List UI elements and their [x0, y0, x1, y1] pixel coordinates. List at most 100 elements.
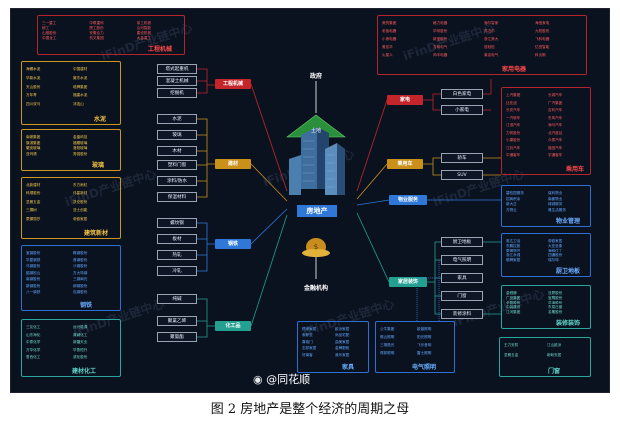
company-name: 三棵树 — [26, 208, 37, 213]
company-name: 欧派家居 — [335, 327, 350, 331]
company-name: 飞科电器 — [535, 37, 550, 41]
company-name: 帝欧家居 — [548, 239, 563, 243]
company-name: 三雄极光 — [380, 343, 395, 347]
company-name: 亚厦股份 — [548, 291, 563, 295]
company-name: 山推股份 — [42, 31, 57, 35]
company-name: 华菱钢铁 — [26, 257, 41, 262]
item-box-engineering: 塔式起重机 — [157, 64, 197, 74]
company-name: 中国龙工 — [42, 36, 57, 40]
company-name: 凯伦股份 — [73, 199, 88, 204]
company-name: 福耀玻璃 — [73, 140, 88, 145]
company-name: 洛阳玻璃 — [73, 146, 88, 150]
company-name: 王力安防 — [504, 343, 519, 347]
company-name: 海马汽车 — [548, 123, 563, 128]
company-name: 中装建设 — [506, 305, 521, 310]
panel-decor: 金螳螂亚厦股份广田集团宝鹰股份全筑股份洪涛股份中装建设东易日盛江河集团名雕股份 … — [501, 285, 591, 329]
item-box-building: 水泥 — [157, 114, 197, 124]
company-name: 南钢股份 — [26, 277, 41, 282]
company-name: 华鲁恒升 — [73, 347, 88, 352]
item-box-building: 涂料/防水 — [157, 176, 197, 186]
company-name: 一汽轿车 — [506, 115, 521, 120]
real-estate-node: 房地产 — [297, 205, 337, 217]
company-name: 包钢股份 — [73, 290, 88, 295]
company-name: 万物云 — [506, 207, 517, 212]
company-name: 中联重科 — [89, 21, 104, 25]
company-name: 长安汽车 — [506, 108, 521, 113]
panel-title: 家具 — [341, 364, 354, 371]
item-box-engineering: 挖掘机 — [157, 88, 197, 98]
company-name: 海信家电 — [535, 21, 550, 25]
company-name: 科顺股份 — [26, 191, 41, 196]
company-name: 塔牌集团 — [73, 84, 88, 89]
company-name: 东鹏控股 — [506, 243, 521, 248]
company-name: 江铃汽车 — [506, 145, 521, 150]
company-name: 雅生活服务 — [548, 207, 566, 212]
item-box-decoration: 装修涂料 — [441, 309, 483, 319]
company-name: 滨化股份 — [73, 355, 88, 360]
company-name: 徐工机械 — [136, 21, 152, 25]
company-name: 吉利汽车 — [548, 108, 563, 113]
company-name: 大亚圣象 — [548, 243, 563, 248]
panel-cement: 海螺水泥中国建材华新水泥冀东水泥天山股份塔牌集团万年青福建水泥四川双马祁连山 水… — [21, 61, 121, 125]
company-name: 亿田智能 — [535, 45, 550, 49]
company-name: 柳钢股份 — [73, 283, 88, 288]
category-decoration: 家居装饰 — [389, 277, 427, 287]
item-box-chemical: 聚氨酯 — [157, 332, 197, 342]
company-name: 格力电器 — [433, 21, 448, 25]
company-name: 金牌厨柜 — [335, 346, 350, 351]
company-name: 浙江美大 — [484, 37, 499, 41]
company-name: 苏泊尔 — [484, 29, 495, 33]
company-name: 沙钢股份 — [73, 264, 88, 269]
company-name: 小熊电器 — [382, 37, 397, 41]
panel-kitchen: 惠达卫浴帝欧家居东鹏控股大亚圣象蒙娜丽莎海鸥住工浙江永强四通股份箭牌家居瑞尔特 … — [501, 233, 591, 277]
category-steel: 钢铁 — [215, 239, 251, 249]
land-label: 土地 — [310, 128, 321, 134]
item-box-engineering: 混凝土机械 — [157, 76, 197, 86]
company-name: 莱克电气 — [484, 53, 499, 57]
panel-appliance: 美的集团格力电器海尔智家海信家电老板电器华帝股份苏泊尔九阳股份小熊电器新宝股份浙… — [377, 15, 587, 75]
company-name: 洪涛股份 — [548, 300, 563, 305]
company-name: 好莱客 — [302, 352, 313, 357]
company-name: 新大正 — [506, 202, 517, 206]
company-name: 三一重工 — [42, 21, 57, 25]
category-appliance: 家电 — [387, 95, 423, 105]
category-property-service: 物业服务 — [389, 195, 427, 205]
company-name: 宇通客车 — [548, 153, 563, 158]
panel-title: 厨卫地板 — [555, 268, 580, 275]
company-name: 海尔智家 — [484, 21, 499, 25]
panel-title: 水泥 — [93, 116, 106, 123]
panel-property: 碧桂园服务保利物业招商积余南都物业新大正绿城服务万物云雅生活服务 物业管理 — [501, 185, 591, 227]
government-node: 政府 — [309, 73, 322, 80]
figure-caption: 图 2 房地产是整个经济的周期之母 — [210, 402, 410, 417]
weibo-icon: ◉ — [253, 373, 263, 386]
company-name: 亚玛顿 — [26, 151, 37, 156]
company-name: 长城汽车 — [548, 93, 563, 97]
industry-chain-diagram: iFinD产业链中心 iFinD产业链中心 iFinD产业链中心 iFinD产业… — [10, 8, 610, 393]
company-name: 小康股份 — [506, 138, 521, 143]
item-box-building: 木材 — [157, 146, 197, 156]
item-box-decoration: 门窗 — [441, 291, 483, 301]
panel-title: 乘用车 — [565, 166, 584, 173]
company-name: 上汽集团 — [506, 93, 521, 97]
company-name: 盼盼安居 — [547, 353, 562, 357]
company-name: 箭牌家居 — [506, 258, 521, 262]
company-name: 东易日盛 — [548, 305, 563, 310]
company-name: 金晶科技 — [73, 135, 88, 139]
company-name: 南玻集团 — [26, 135, 41, 139]
company-name: 北新建材 — [26, 183, 41, 187]
company-name: 志邦家居 — [302, 346, 317, 351]
company-name: 蒙娜丽莎 — [26, 216, 41, 221]
panel-title: 电气照明 — [411, 364, 436, 371]
company-name: 绿城服务 — [548, 202, 563, 206]
company-name: 浙江永强 — [506, 253, 521, 258]
company-name: 倍轻松 — [484, 45, 495, 49]
item-box-steel: 冷轧 — [157, 266, 197, 276]
company-name: 天山股份 — [26, 84, 41, 89]
category-engineering: 工程机械 — [215, 79, 251, 89]
company-name: 坚朗五金 — [26, 199, 41, 204]
company-name: 新钢股份 — [26, 283, 41, 288]
panel-door: 王力安防江山欧派坚朗五金盼盼安居 门窗 — [499, 337, 591, 377]
company-name: 宝鹰股份 — [548, 295, 563, 300]
company-name: 招商积余 — [506, 196, 521, 201]
company-name: 比亚迪 — [506, 100, 517, 105]
